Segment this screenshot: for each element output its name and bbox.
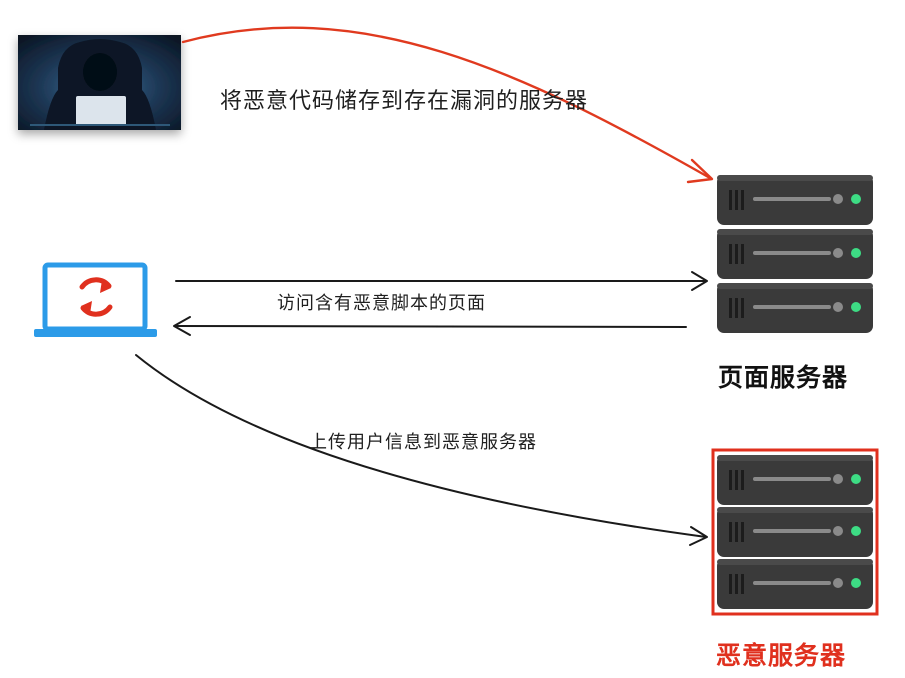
refresh-icon bbox=[79, 277, 113, 317]
visit-page-label: 访问含有恶意脚本的页面 bbox=[277, 293, 486, 314]
response-arrow bbox=[173, 316, 687, 336]
laptop-icon bbox=[34, 262, 157, 337]
hacker-photo-icon bbox=[18, 35, 181, 130]
page-server-caption: 页面服务器 bbox=[718, 363, 849, 392]
evil-server-caption: 恶意服务器 bbox=[716, 641, 847, 670]
request-arrow bbox=[175, 271, 708, 291]
page-server-icon bbox=[717, 175, 873, 333]
upload-arrow bbox=[135, 354, 708, 546]
store-code-label: 将恶意代码储存到存在漏洞的服务器 bbox=[220, 89, 589, 114]
store-code-arrow bbox=[181, 26, 714, 184]
evil-server-icon bbox=[711, 448, 879, 616]
upload-info-label: 上传用户信息到恶意服务器 bbox=[309, 432, 537, 453]
